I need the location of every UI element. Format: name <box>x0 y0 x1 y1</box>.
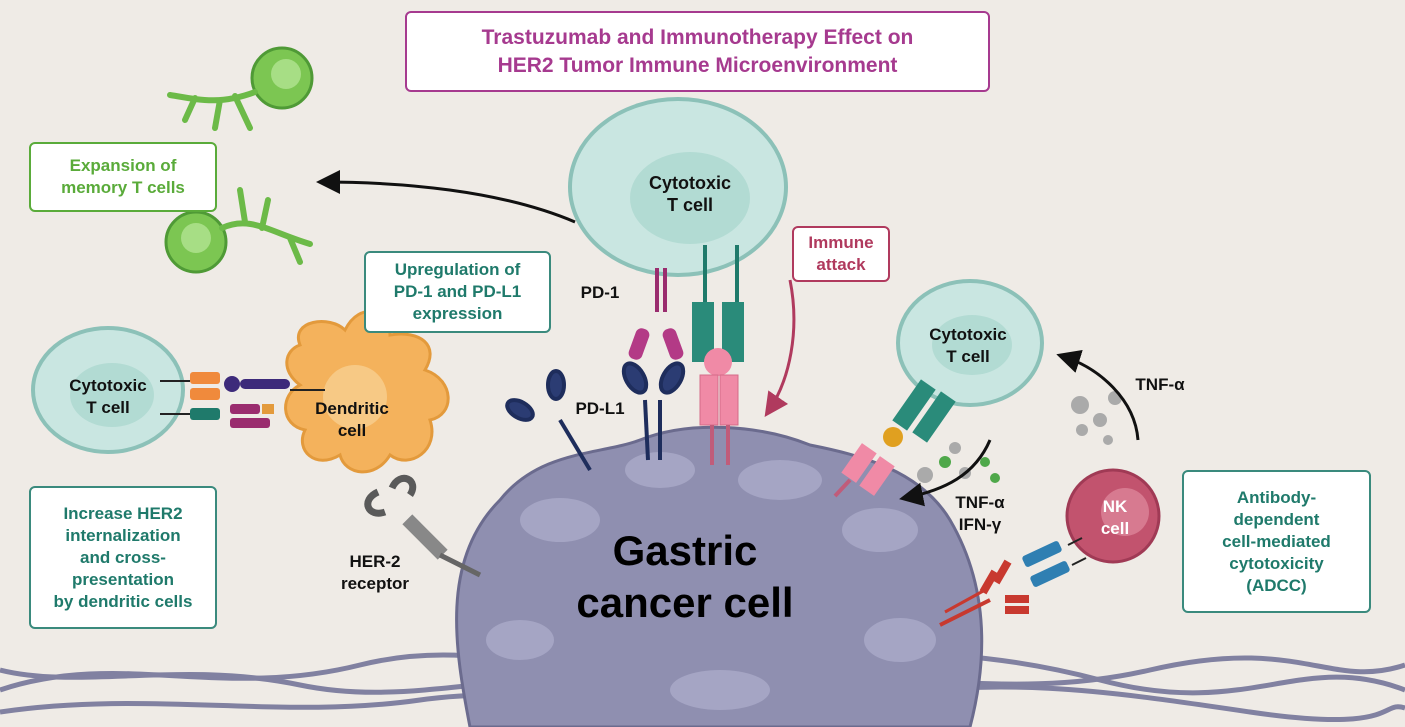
gastric-cancer-cell <box>455 425 984 727</box>
memory-t-cell-1 <box>167 46 314 131</box>
immune-attack-box: Immune attack <box>792 226 890 282</box>
ctl-right-label: Cytotoxic T cell <box>929 325 1007 366</box>
nk-label: NK cell <box>1100 497 1130 538</box>
her2-internalization-box: Increase HER2 internalization and cross-… <box>29 486 217 629</box>
tnf-label: TNF-α <box>1135 375 1185 394</box>
arrow-to-memory <box>316 170 576 224</box>
memory-t-cell-2 <box>164 187 313 274</box>
dendritic-label: Dendritic cell <box>315 399 389 440</box>
adcc-box: Antibody- dependent cell-mediated cytoto… <box>1182 470 1371 613</box>
ctl-right-cell <box>896 279 1044 407</box>
memory-expansion-box: Expansion of memory T cells <box>29 142 217 212</box>
cytokine-droplets <box>917 442 1000 483</box>
cytokine-arrow <box>899 439 992 507</box>
ctl-left-cell <box>31 326 185 454</box>
ctl-left-label: Cytotoxic T cell <box>69 376 147 417</box>
tcr-mhc-complex <box>692 245 744 465</box>
her2-receptor-label: HER-2 receptor <box>340 552 410 593</box>
title-line-1: Trastuzumab and Immunotherapy Effect on <box>481 25 914 49</box>
tumor-label: Gastric cancer cell <box>576 527 794 626</box>
ctl-right-tcr <box>833 379 956 498</box>
her2-receptor-shape <box>364 474 482 578</box>
pd-upregulation-box: Upregulation of PD-1 and PD-L1 expressio… <box>364 251 551 333</box>
immune-attack-arrow <box>764 279 796 417</box>
ctl-top-cell <box>568 97 788 277</box>
pd1-receptor <box>628 268 684 360</box>
pd1-label: PD-1 <box>580 283 620 302</box>
dendritic-cell-shape <box>284 310 450 474</box>
pdl1-label: PD-L1 <box>575 399 625 418</box>
pdl1-ligands <box>505 361 686 472</box>
fc-receptor-antibody <box>939 537 1087 627</box>
ctl-top-label: Cytotoxic T cell <box>648 173 731 215</box>
tnf-arrow <box>1056 349 1140 441</box>
title-box: Trastuzumab and Immunotherapy Effect on … <box>405 11 990 92</box>
cytokine-label: TNF-α IFN-γ <box>955 493 1005 534</box>
nk-cell-shape <box>1065 468 1161 564</box>
ctl-dendritic-interaction <box>160 372 325 428</box>
title-line-2: HER2 Tumor Immune Microenvironment <box>497 53 898 77</box>
tnf-droplets <box>1071 391 1122 445</box>
